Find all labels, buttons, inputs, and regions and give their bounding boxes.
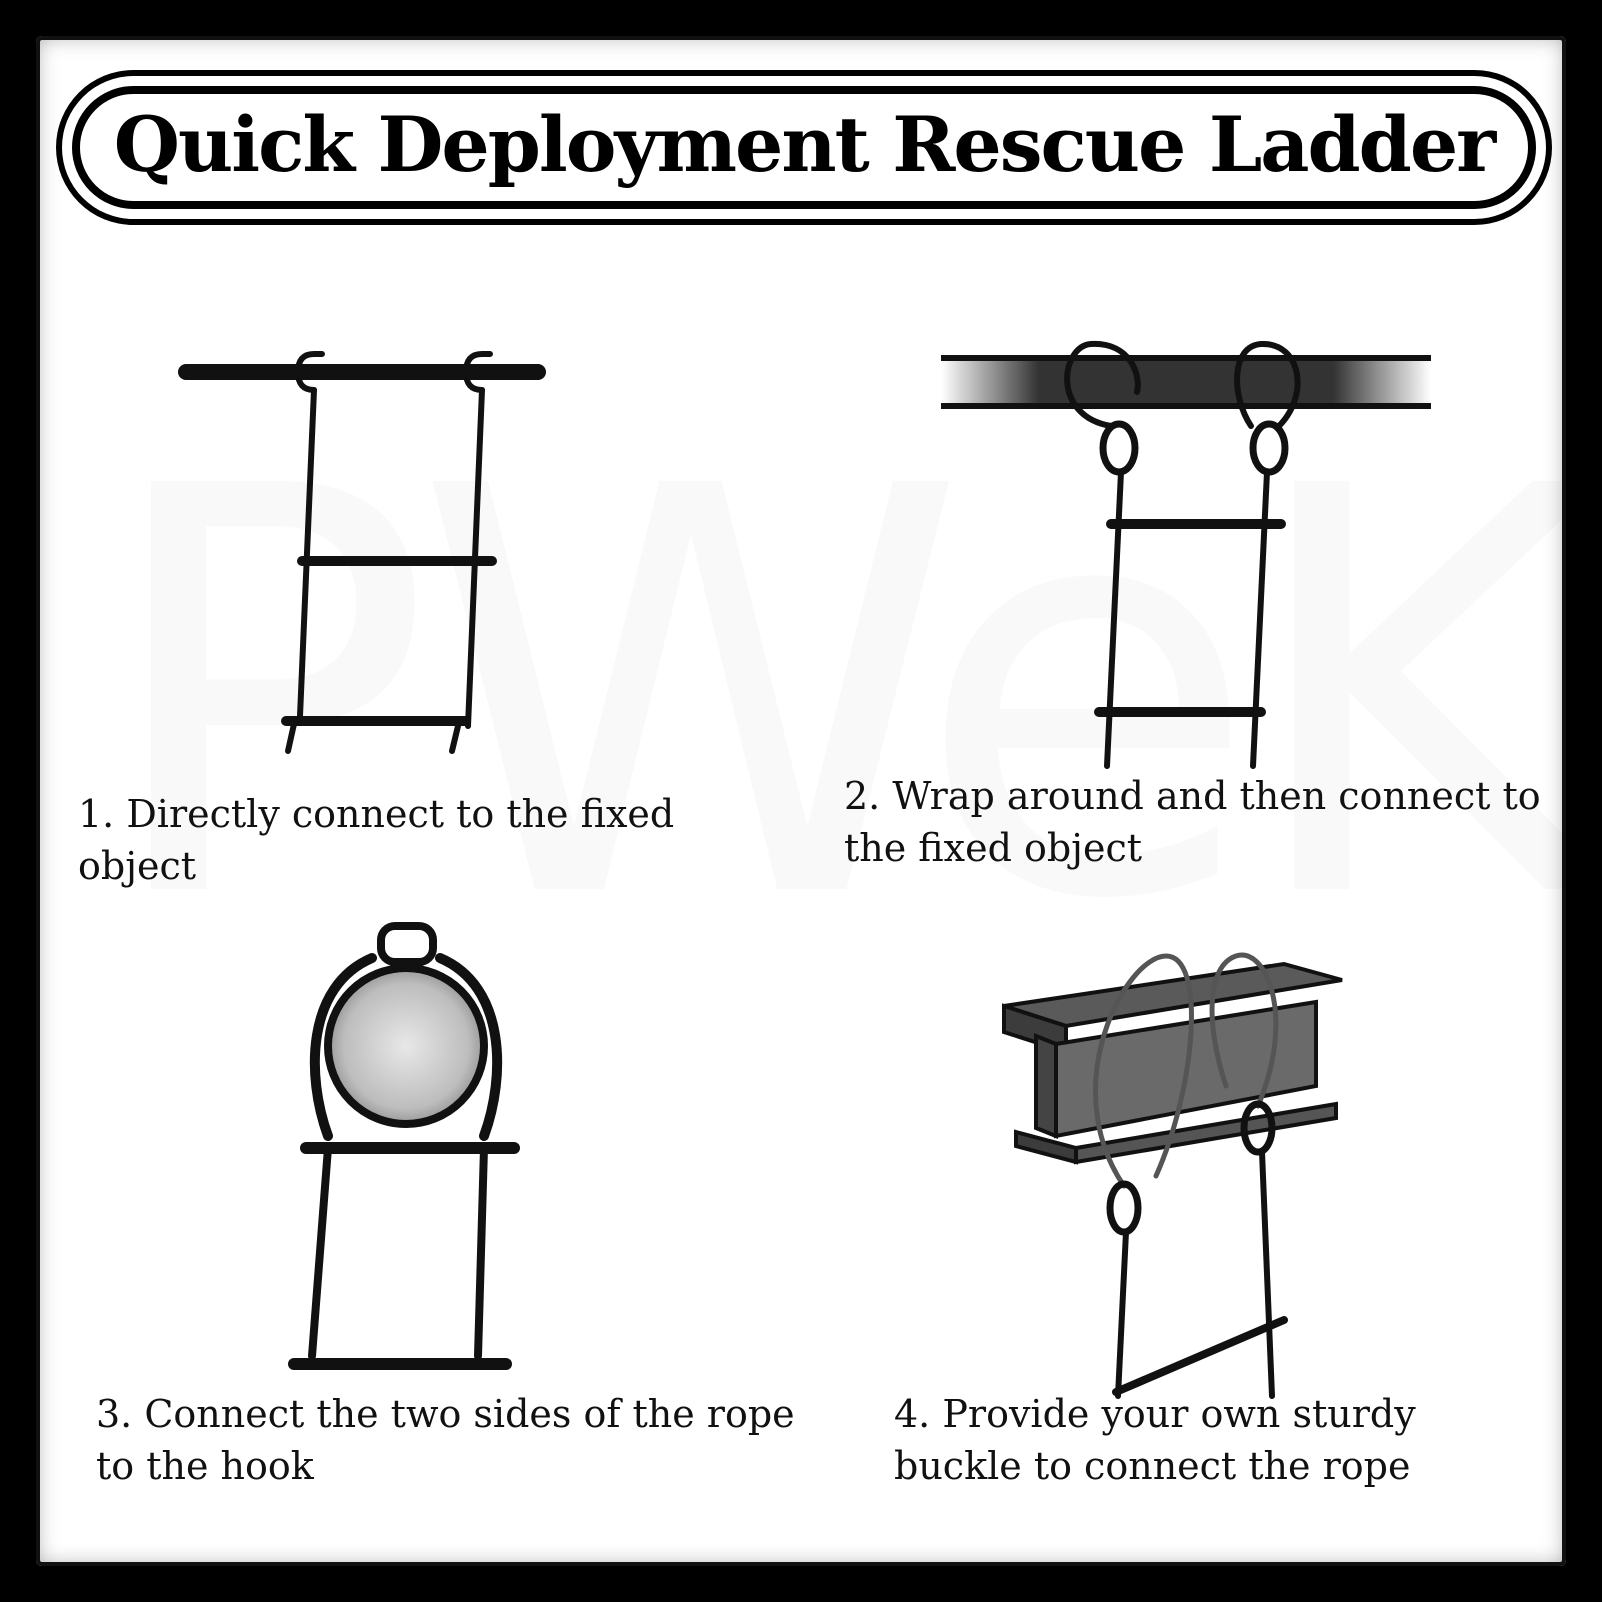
title-banner: Quick Deployment Rescue Ladder: [71, 80, 1537, 214]
step-4-diagram: [1002, 952, 1343, 1399]
step-1-diagram: [178, 351, 546, 754]
buckle-left: [1106, 1180, 1142, 1236]
rope-loop-left: [309, 953, 377, 1141]
step-2-caption: 2. Wrap around and then connect to the f…: [844, 774, 1541, 870]
buckle-right: [1240, 1100, 1276, 1156]
step-2-diagram: [941, 340, 1431, 769]
beam: [941, 358, 1431, 406]
instruction-card: PWeKZxt Quick Deployment Rescue Ladder 1…: [36, 36, 1566, 1566]
step-4-caption: 4. Provide your own sturdy buckle to con…: [894, 1392, 1416, 1488]
sling-right: [1234, 340, 1301, 431]
rope-reel: [324, 964, 488, 1128]
step-1-caption: 1. Directly connect to the fixed object: [78, 792, 675, 888]
rope-left: [297, 387, 317, 719]
carabiner-right: [1249, 420, 1289, 476]
rope-loop-right: [435, 953, 503, 1141]
outer-frame: PWeKZxt Quick Deployment Rescue Ladder 1…: [16, 16, 1586, 1586]
title-badge: Quick Deployment Rescue Ladder: [71, 85, 1537, 209]
step-3-diagram: [288, 922, 520, 1370]
rung: [1112, 1316, 1288, 1396]
buckle-sling-right: [1209, 952, 1279, 1109]
sling-left: [1064, 340, 1141, 429]
page-title: Quick Deployment Rescue Ladder: [113, 99, 1496, 189]
carabiner-left: [1099, 420, 1139, 476]
step-3-caption: 3. Connect the two sides of the rope to …: [96, 1392, 795, 1488]
buckle-sling-left: [1093, 953, 1194, 1189]
hook-ring: [377, 922, 437, 966]
